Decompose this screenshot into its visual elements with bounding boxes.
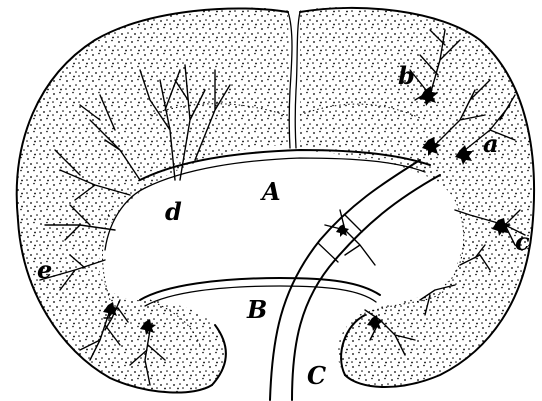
stalk-c-mid	[318, 243, 338, 262]
median-fissure-right	[295, 12, 300, 148]
label-B: B	[246, 295, 267, 324]
label-c: c	[515, 227, 530, 256]
label-d: d	[165, 197, 182, 226]
label-A: A	[260, 177, 281, 206]
cell-mid	[336, 224, 349, 237]
label-b: b	[398, 61, 415, 90]
label-a: a	[483, 129, 499, 158]
label-e: e	[37, 255, 52, 284]
label-C: C	[307, 361, 326, 390]
